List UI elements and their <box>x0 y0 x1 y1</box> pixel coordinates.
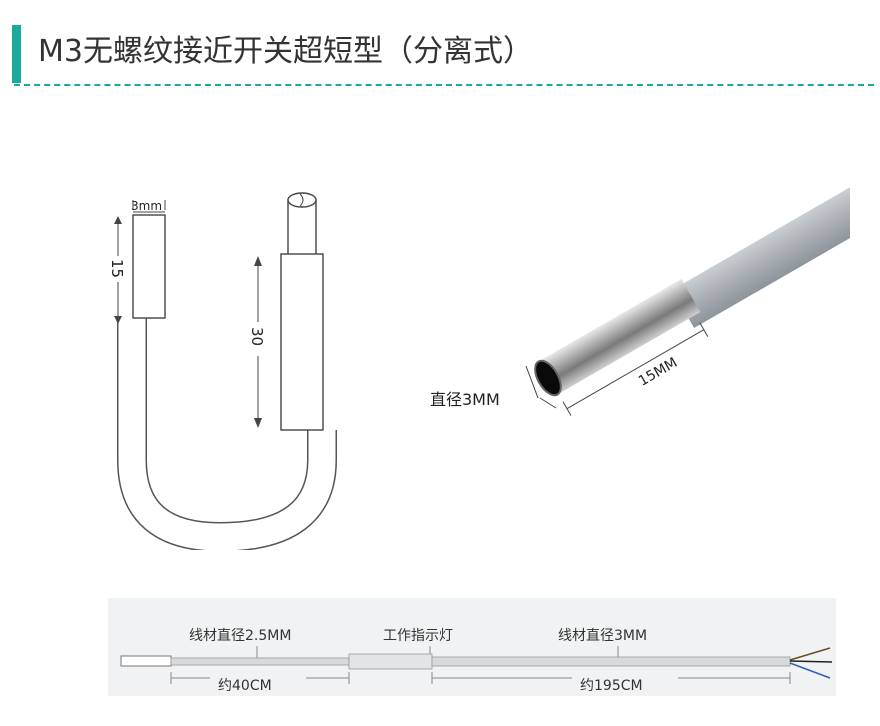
gray-cable <box>672 187 850 329</box>
probe-length-label: 15 <box>108 259 126 278</box>
width-dimension-label: 3mm <box>131 199 162 213</box>
u-cable-fill <box>118 318 336 550</box>
section-header: M3无螺纹接近开关超短型（分离式） <box>0 0 880 92</box>
thick-cable <box>431 656 791 667</box>
indicator-sleeve <box>348 653 433 670</box>
thin-cable <box>170 657 350 666</box>
sensor-photo: 15MM 直径3MM <box>430 187 850 416</box>
indicator-label: 工作指示灯 <box>383 628 453 644</box>
strip-probe <box>120 655 172 667</box>
wire-diameter-1-label: 线材直径2.5MM <box>189 627 291 644</box>
page-title: M3无螺纹接近开关超短型（分离式） <box>38 34 533 69</box>
wire-blue <box>789 662 831 679</box>
cable-end <box>287 199 317 259</box>
length-2-label: 约195CM <box>580 678 643 694</box>
sleeve-body <box>280 253 324 431</box>
wire-brown <box>789 647 831 661</box>
header-divider <box>14 84 874 86</box>
wire-black <box>789 660 833 663</box>
wire-diameter-2-label: 线材直径3MM <box>558 627 647 644</box>
probe-body <box>132 214 166 319</box>
diameter-label: 直径3MM <box>430 390 500 409</box>
dimension-drawing: 3mm 15 30 <box>104 192 337 550</box>
accent-bar <box>12 25 21 83</box>
sleeve-length-label: 30 <box>248 327 266 346</box>
length-1-label: 约40CM <box>218 678 272 694</box>
steel-probe <box>538 279 701 395</box>
cable-strip: 线材直径2.5MM 工作指示灯 线材直径3MM 约40CM 约195CM <box>108 598 836 696</box>
photo-length-label: 15MM <box>636 355 680 390</box>
